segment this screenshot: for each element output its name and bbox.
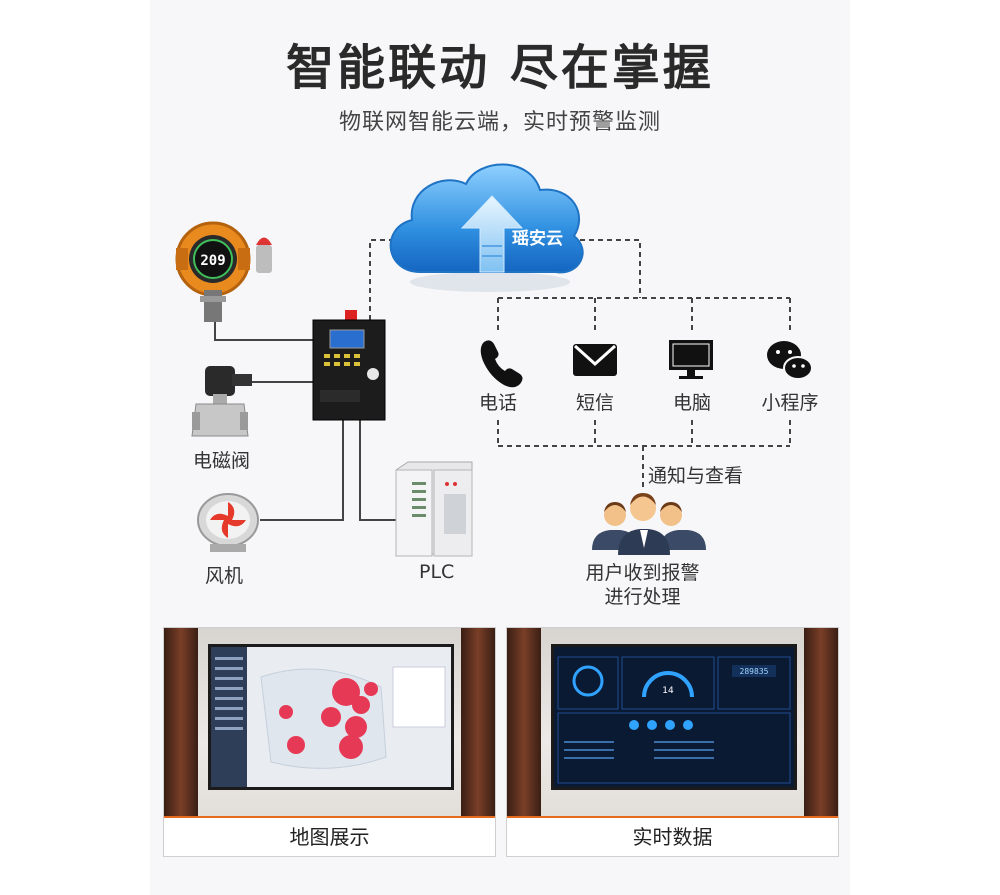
notify-check-label: 通知与查看 [648,465,744,487]
video-wall [208,644,454,790]
map-display-photo: 地图展示 [163,627,496,857]
map-display-caption: 地图展示 [164,816,495,856]
room-scene: 289835 14 [507,628,838,818]
plc-label: PLC [419,561,455,583]
cloud-label: 瑶安云 [512,228,563,249]
wood-pillar [507,628,541,818]
users-alarm-line1: 用户收到报警 [585,562,700,584]
channel-computer-label: 电脑 [672,392,711,414]
connection-diagram: 瑶安云 209 [175,163,813,557]
room-scene [164,628,495,818]
plc-cabinet-icon [395,461,473,557]
detector-display: 209 [200,253,225,269]
video-wall: 289835 14 [551,644,797,790]
cloud-icon [389,163,584,292]
users-alarm-label: 用户收到报警 进行处理 [570,561,715,609]
computer-icon [669,340,713,379]
controller-icon [312,310,386,421]
channel-phone-label: 电话 [478,392,517,414]
channel-miniprogram-label: 小程序 [761,392,819,414]
solenoid-valve-icon [191,366,252,437]
page-title: 智能联动 尽在掌握 [286,40,714,96]
channel-sms-label: 短信 [575,392,614,414]
valve-label: 电磁阀 [193,450,251,472]
fan-icon [197,493,259,552]
phone-icon [480,340,523,388]
realtime-data-photo: 289835 14 实时数据 [506,627,839,857]
gas-detector-icon [175,221,272,322]
wood-pillar [804,628,838,818]
users-alarm-line2: 进行处理 [604,586,681,608]
wood-pillar [164,628,198,818]
users-group-icon [592,493,706,555]
message-icon [573,344,617,376]
wood-pillar [461,628,495,818]
dashboard-screen: 289835 14 [554,647,794,787]
screen-gauge-value: 14 [662,686,674,696]
wechat-icon [767,341,813,380]
fan-label: 风机 [205,565,244,587]
realtime-data-caption: 实时数据 [507,816,838,856]
page-subtitle: 物联网智能云端，实时预警监测 [338,110,661,135]
screen-counter: 289835 [740,667,769,676]
map-screen [211,647,451,787]
